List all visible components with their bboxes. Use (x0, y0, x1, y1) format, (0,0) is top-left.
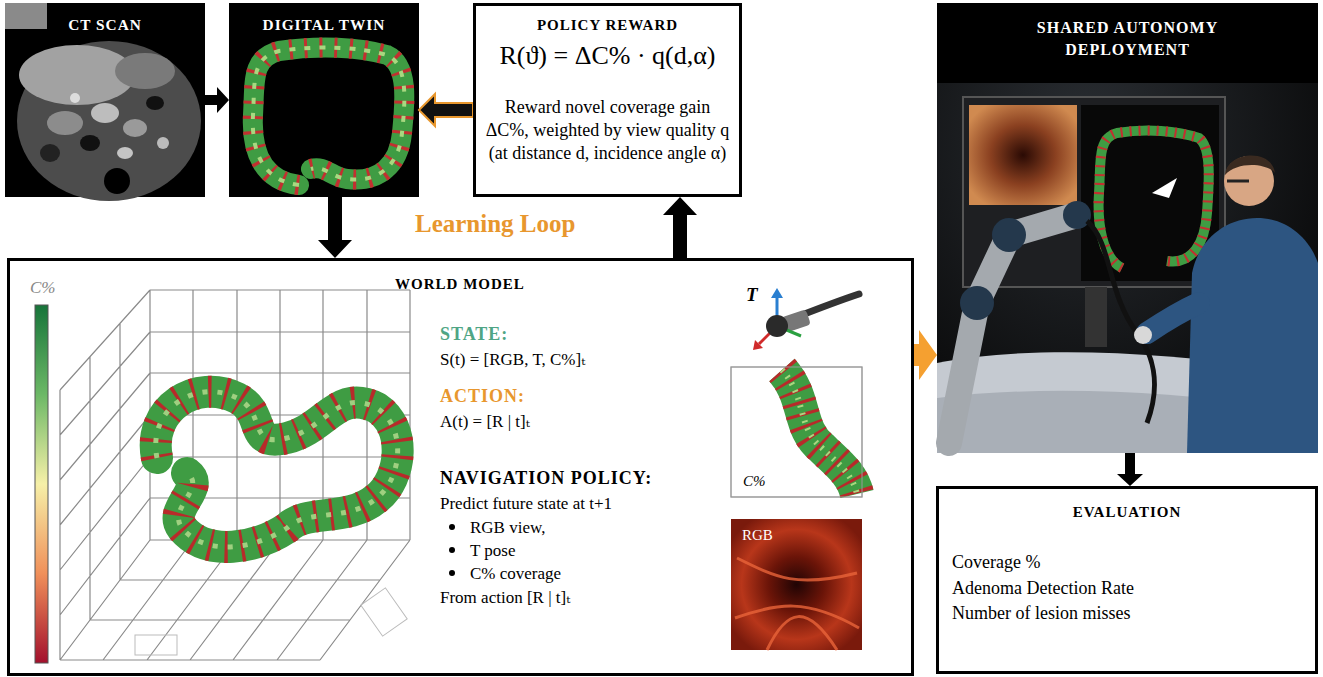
reward-description: Reward novel coverage gain ΔC%, weighted… (482, 96, 733, 165)
world-model-plot-part (731, 367, 862, 497)
inset-label: C% (741, 472, 768, 491)
flow-arrow (1117, 453, 1143, 486)
world-model-plot-part (782, 370, 857, 494)
metric-item: Adenoma Detection Rate (952, 577, 1302, 600)
ct-scan-image-part (115, 53, 175, 89)
deployment-photo-part (1147, 303, 1199, 333)
loop-label: Learning Loop (415, 208, 575, 239)
flow-arrow (419, 94, 473, 126)
deployment-photo-part (937, 3, 1318, 453)
world-model-plot-part (782, 370, 857, 494)
digital-twin-colon-part (253, 48, 405, 185)
deployment-photo-part (937, 3, 1318, 83)
deployment-photo-part (1227, 180, 1249, 183)
world-model-plot-part (60, 290, 410, 660)
world-model-plot-part (156, 392, 398, 547)
deployment-photo-part (1224, 156, 1274, 206)
flow-arrow (663, 197, 697, 258)
flow-arrow (318, 197, 352, 258)
deployment-photo-part (1134, 326, 1152, 344)
bullet-item: RGB view, (470, 517, 720, 538)
world-model-plot-part (735, 558, 859, 650)
image-panel: DIGITAL TWIN (229, 3, 419, 197)
box-title: WORLD MODEL (310, 275, 610, 294)
box-title: POLICY REWARD (476, 16, 739, 35)
colorbar-label: C% (30, 277, 56, 298)
deployment-photo-part (1099, 131, 1209, 268)
box-title: EVALUATION (939, 503, 1315, 522)
deployment-photo-part (949, 215, 1077, 443)
ct-scan-image-part (123, 119, 147, 137)
world-model-plot-part (766, 315, 788, 337)
flow-arrow (914, 330, 937, 380)
world-model-plot-part (753, 340, 763, 350)
image-panel: CT SCAN (5, 3, 205, 197)
deployment-photo-part (992, 218, 1026, 252)
ct-scan-image (5, 3, 205, 201)
ct-scan-image-part (117, 147, 133, 159)
digital-twin-colon-part (253, 48, 405, 185)
state-formula: S(t) = [RGB, T, C%]ₜ (440, 349, 720, 370)
deployment-photo-part (1085, 287, 1107, 347)
pose-label: T (746, 283, 758, 307)
world-model-plot-part (449, 547, 455, 553)
world-model-plot-part (731, 367, 862, 497)
policy-text: From action [R | t]ₜ (440, 587, 720, 608)
ct-scan-image-part (40, 144, 60, 162)
action-formula: A(t) = [R | t]ₜ (440, 411, 720, 432)
digital-twin-colon-part (253, 48, 405, 185)
world-model-plot-part (156, 392, 398, 547)
ct-scan-image-part (47, 111, 83, 135)
deployment-photo-part (969, 105, 1077, 205)
reward-box: POLICY REWARD R(ϑ) = ΔC% · q(d,α) Reward n… (473, 3, 742, 197)
deployment-photo-part (1152, 178, 1177, 198)
panel-title: SHARED AUTONOMY DEPLOYMENT (997, 17, 1258, 60)
world-model-plot-part (156, 392, 398, 547)
world-model-plot-part (771, 288, 783, 298)
ct-scan-image-part (17, 41, 201, 201)
world-model-plot-part (361, 588, 407, 636)
reward-formula: R(ϑ) = ΔC% · q(d,α) (476, 40, 739, 73)
action-heading: ACTION: (440, 385, 720, 408)
deployment-photo-part (1187, 218, 1318, 453)
deployment-photo-part (1063, 201, 1091, 229)
deployment-photo-part (1099, 131, 1209, 268)
deployment-panel: SHARED AUTONOMY DEPLOYMENT (937, 3, 1318, 453)
ct-scan-image-part (157, 137, 169, 149)
bullet-item: C% coverage (470, 563, 720, 584)
world-model-plot-part (135, 635, 177, 655)
world-model-plot-part (449, 524, 455, 530)
panel-title: CT SCAN (5, 15, 205, 34)
ct-scan-image-part (146, 96, 164, 110)
ct-scan-image-part (70, 93, 80, 103)
world-model-plot-part (449, 570, 455, 576)
digital-twin-colon (229, 3, 419, 197)
metric-item: Number of lesion misses (952, 602, 1302, 625)
digital-twin-colon-part (229, 3, 419, 197)
policy-heading: NAVIGATION POLICY: (440, 467, 720, 490)
world-model-plot-part (731, 519, 862, 650)
evaluation-box: EVALUATION Coverage % Adenoma Detection Ra… (936, 486, 1318, 674)
world-model-plot (35, 288, 862, 663)
ct-scan-image-part (80, 135, 100, 151)
world-model-plot-part (782, 370, 857, 494)
flow-arrow (205, 87, 229, 113)
deployment-photo (937, 3, 1318, 453)
ct-scan-image-part (5, 3, 47, 29)
world-model-plot-part (35, 305, 48, 663)
inset-label: RGB (742, 526, 773, 545)
bullet-item: T pose (470, 540, 720, 561)
panel-title: DIGITAL TWIN (229, 15, 419, 34)
state-heading: STATE: (440, 323, 720, 346)
policy-text: Predict future state at t+1 (440, 493, 720, 514)
ct-scan-image-part (104, 168, 130, 194)
world-model-box: WORLD MODEL STATE: S(t) = [RGB, T, C%]ₜACT… (7, 258, 914, 676)
deployment-photo-part (1225, 156, 1275, 175)
deployment-photo-part (960, 286, 994, 320)
metric-item: Coverage % (952, 551, 1302, 574)
ct-scan-image-part (91, 103, 119, 123)
